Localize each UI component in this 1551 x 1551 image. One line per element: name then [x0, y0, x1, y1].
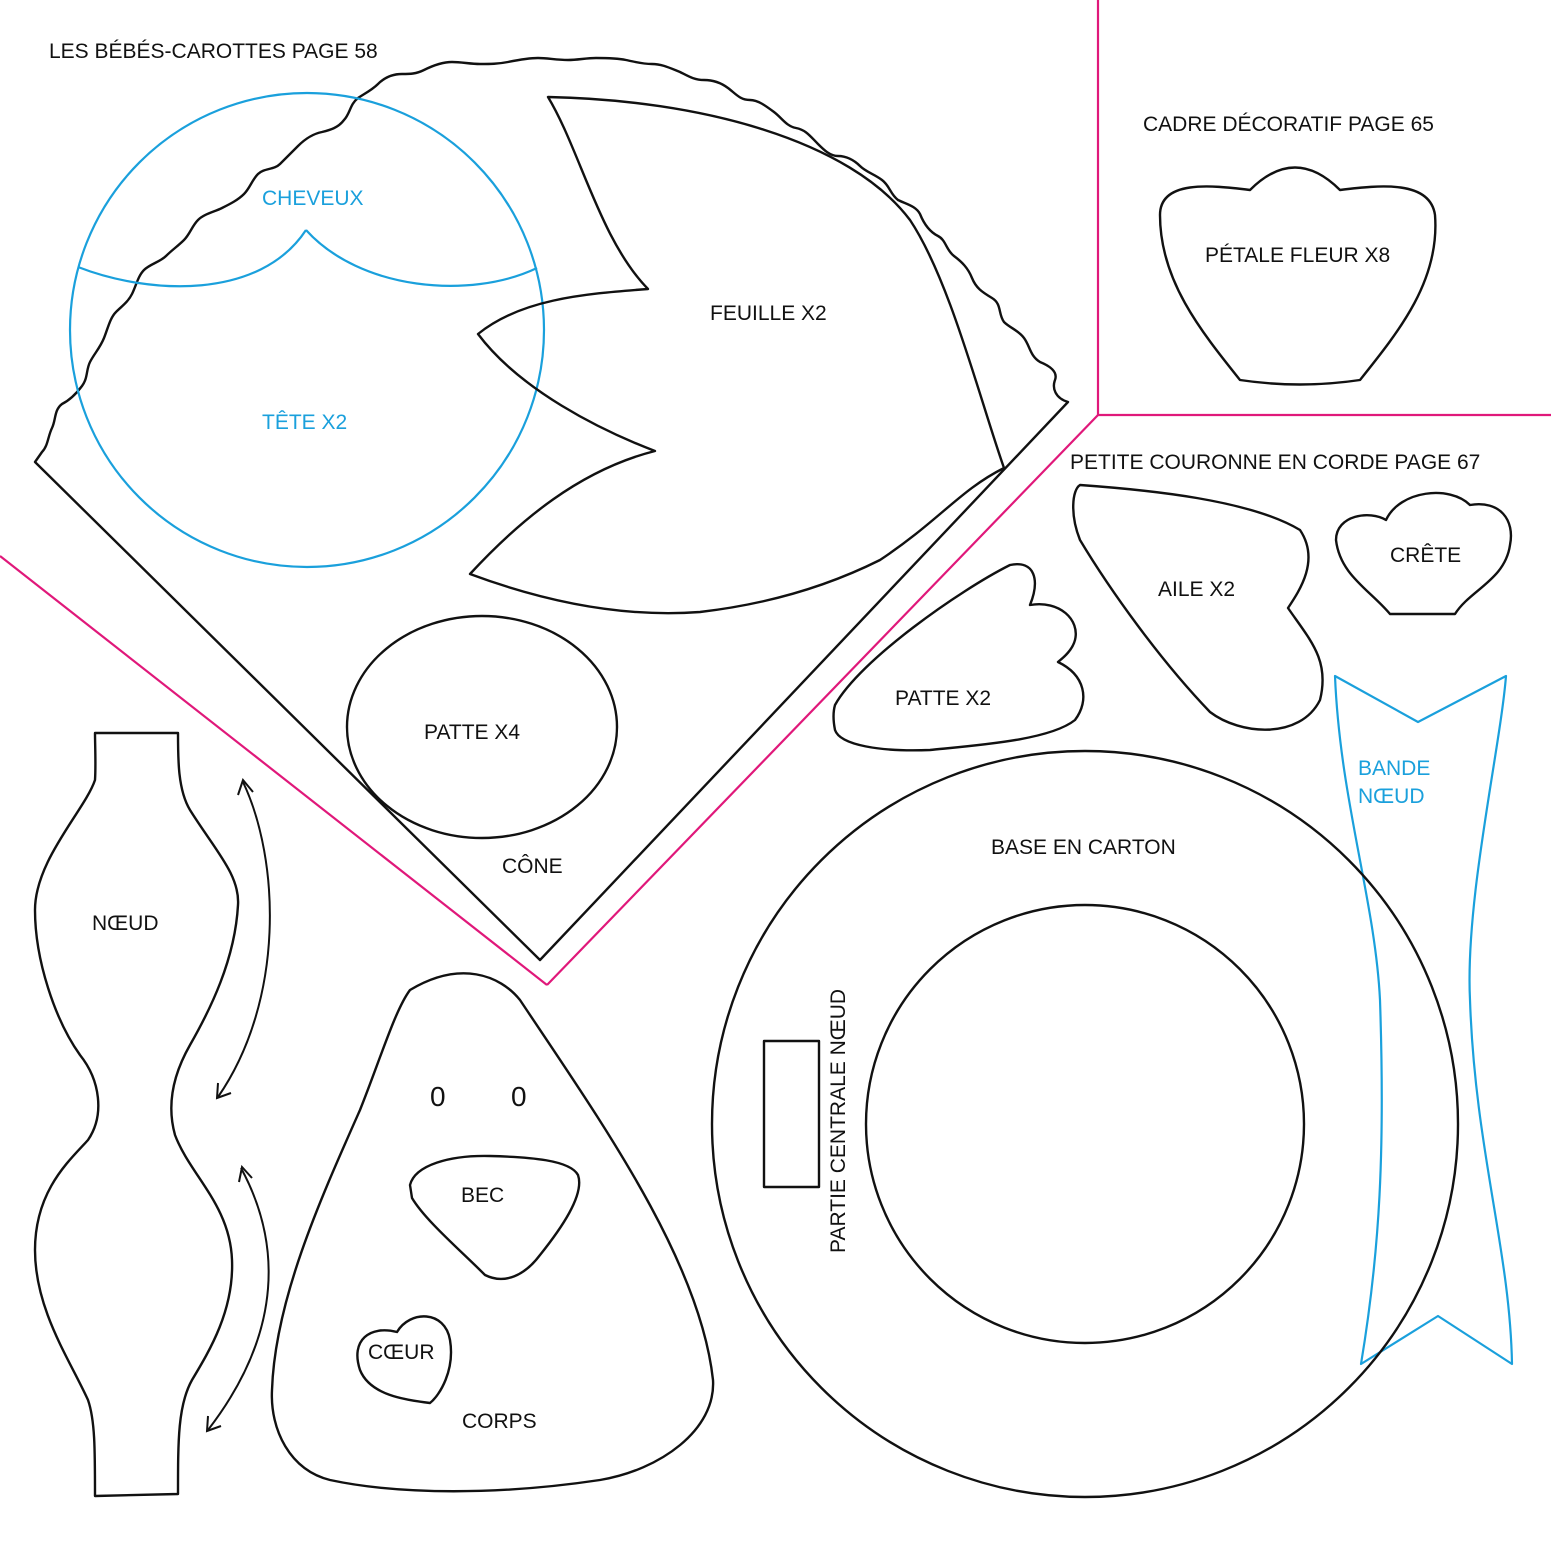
arrow-curve-lower	[207, 1167, 270, 1431]
hair-label: CHEVEUX	[262, 187, 364, 210]
ribbon-label-line1: BANDE	[1358, 757, 1430, 780]
body-label: CORPS	[462, 1410, 537, 1433]
heart-label: CŒUR	[368, 1341, 435, 1364]
beak-shape	[408, 1154, 581, 1281]
crest-label: CRÊTE	[1390, 544, 1461, 567]
arrowhead-upper-bottom	[215, 1082, 232, 1100]
knot-shape	[33, 731, 240, 1498]
divider-diagonal-left	[0, 555, 548, 986]
divider-diagonal-right	[546, 414, 1099, 986]
head-circle	[68, 91, 546, 569]
body-shape	[270, 972, 715, 1493]
knot-label: NŒUD	[92, 912, 159, 935]
cone-shape	[33, 56, 1070, 962]
leaf-shape	[468, 95, 1006, 615]
hair-arc-right	[305, 229, 538, 287]
section-dividers	[0, 0, 1551, 986]
section-title-wreath: PETITE COURONNE EN CORDE PAGE 67	[1070, 451, 1480, 474]
foot-shape	[832, 563, 1085, 752]
base-label: BASE EN CARTON	[991, 836, 1176, 859]
ribbon-label-line2: NŒUD	[1358, 785, 1425, 808]
head-label: TÊTE X2	[262, 411, 347, 434]
hair-arc-left	[77, 229, 307, 288]
section-title-frame: CADRE DÉCORATIF PAGE 65	[1143, 113, 1434, 136]
knot-center-rect	[762, 1039, 821, 1189]
foot-oval	[345, 614, 619, 840]
petal-label: PÉTALE FLEUR X8	[1205, 244, 1390, 267]
crest-shape	[1334, 491, 1513, 616]
foot-oval-label: PATTE X4	[424, 721, 520, 744]
eye-right: 0	[511, 1081, 527, 1112]
section-title-carrots: LES BÉBÉS-CAROTTES PAGE 58	[49, 40, 378, 63]
foot-label: PATTE X2	[895, 687, 991, 710]
knot-center-label: PARTIE CENTRALE NŒUD	[827, 989, 850, 1253]
eye-left: 0	[430, 1081, 446, 1112]
arrowhead-upper-top	[237, 777, 254, 796]
leaf-label: FEUILLE X2	[710, 302, 827, 325]
wing-shape	[1072, 483, 1324, 731]
arrowhead-lower-top	[238, 1164, 253, 1183]
fold-arrows	[205, 777, 271, 1433]
arrowhead-lower-bottom	[205, 1415, 222, 1433]
base-inner-circle	[864, 903, 1306, 1345]
beak-label: BEC	[461, 1184, 504, 1207]
petal-shape	[1158, 166, 1437, 386]
heart-shape	[356, 1315, 453, 1405]
wing-label: AILE X2	[1158, 578, 1235, 601]
ribbon-band	[1333, 674, 1514, 1366]
cone-label: CÔNE	[502, 855, 563, 878]
arrow-curve-upper	[217, 781, 271, 1098]
base-outer-circle	[710, 749, 1460, 1499]
